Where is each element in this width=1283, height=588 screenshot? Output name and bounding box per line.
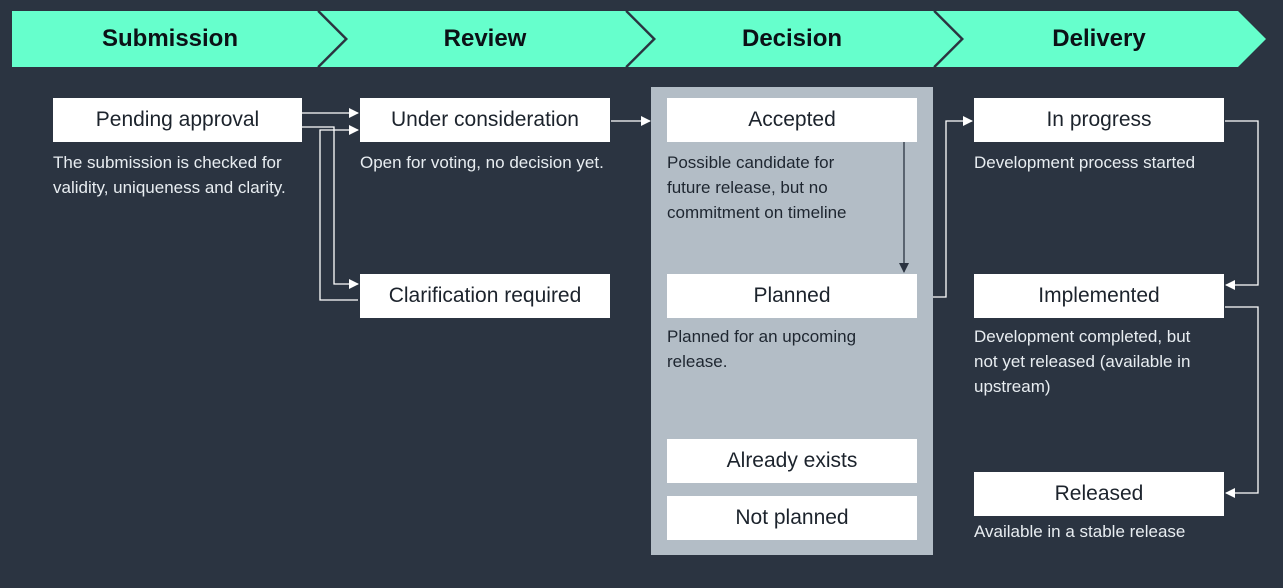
stage-label-review: Review — [443, 25, 527, 52]
arrow-pending-to-clarification — [302, 126, 359, 289]
implemented-description: Development completed, but not yet relea… — [974, 327, 1191, 396]
status-pending-approval: Pending approval — [53, 98, 302, 142]
chevron-separator — [625, 10, 656, 68]
released-description: Available in a stable release — [974, 522, 1186, 541]
status-accepted: Accepted — [667, 98, 917, 142]
chevron-separator — [933, 10, 964, 68]
status-in-progress: In progress — [974, 98, 1224, 142]
arrow-implemented-to-released — [1225, 306, 1259, 498]
under-consideration-description: Open for voting, no decision yet. — [360, 153, 604, 172]
stage-chevron-submission — [12, 11, 346, 67]
stage-label-decision: Decision — [741, 25, 843, 52]
status-under-consideration: Under consideration — [360, 98, 610, 142]
status-already-exists: Already exists — [667, 439, 917, 483]
in-progress-description: Development process started — [974, 153, 1196, 172]
planned-description: Planned for an upcoming release. — [667, 327, 857, 371]
arrow-clarification-to-under — [319, 125, 359, 301]
status-planned: Planned — [667, 274, 917, 318]
accepted-description: Possible candidate for future release, b… — [667, 153, 847, 222]
stage-chevron-delivery — [936, 11, 1266, 67]
status-not-planned: Not planned — [667, 496, 917, 540]
stage-chevron-decision — [628, 11, 962, 67]
pending-approval-description: The submission is checked for validity, … — [53, 153, 286, 197]
chevron-separator — [317, 10, 348, 68]
status-implemented: Implemented — [974, 274, 1224, 318]
stage-label-delivery: Delivery — [1052, 25, 1146, 52]
status-clarification-required: Clarification required — [360, 274, 610, 318]
stage-label-submission: Submission — [101, 25, 239, 52]
arrow-inprogress-to-implemented — [1225, 120, 1259, 290]
stage-chevron-review — [320, 11, 654, 67]
status-released: Released — [974, 472, 1224, 516]
